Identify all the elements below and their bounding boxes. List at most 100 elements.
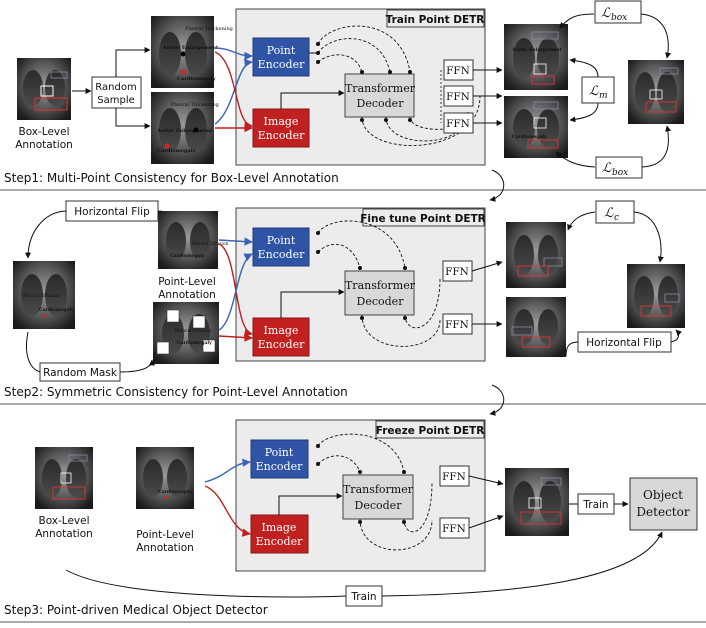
- step2-point-encoder-label-1: Point: [267, 234, 296, 247]
- s3-ffn2-out: [468, 514, 504, 529]
- step3-output-xray: [505, 468, 569, 536]
- s3-red: [204, 485, 251, 537]
- train-bottom-box: [345, 585, 383, 607]
- loss-box-bottom-symbol: ℒ: [602, 161, 612, 176]
- object-detector-box: [629, 477, 698, 531]
- loss-m-symbol: ℒ: [589, 84, 599, 99]
- step2-masked-xray: Pleural Effusion Cardiomegaly: [153, 302, 219, 364]
- flip-right-arrow-left: [565, 341, 579, 357]
- step1-point-xray-bottom: Pleural Thickening Aortic Enlargement Ca…: [151, 92, 220, 164]
- step3-point-label-2: Annotation: [136, 542, 194, 554]
- s3-blue: [204, 458, 251, 483]
- horizontal-flip-left-label: Horizontal Flip: [74, 206, 150, 218]
- top-blue-arrow: [214, 47, 253, 61]
- step3-image-encoder-label-2: Encoder: [256, 535, 303, 548]
- step3-point-encoder-label-2: Encoder: [256, 460, 303, 473]
- sample-to-bottom-arrow: [115, 108, 151, 129]
- step2-image-encoder-label-1: Image: [264, 324, 299, 337]
- step2-decoder-label-1: Transformer: [345, 279, 416, 292]
- step2-image-encoder-label-2: Encoder: [258, 338, 305, 351]
- horizontal-flip-right-label: Horizontal Flip: [586, 337, 662, 349]
- loss-c-left-arrow: [567, 211, 596, 231]
- train-bottom-label: Train: [350, 591, 376, 603]
- step2-point-label-1: Point-Level: [158, 276, 216, 288]
- object-detector-label-2: Detector: [636, 505, 689, 519]
- step3-point-encoder-label-1: Point: [265, 446, 294, 459]
- step1-image-encoder: [252, 108, 310, 148]
- step2-input-xray: Pleural Effusion Cardiomegaly: [13, 261, 75, 329]
- step2-transformer-decoder: [344, 270, 415, 316]
- s2-ffn1-out: [471, 260, 503, 272]
- step3-box-label-2: Annotation: [35, 528, 93, 540]
- ffn-label: FFN: [446, 65, 470, 77]
- step2-point-label-2: Annotation: [158, 289, 216, 301]
- ffn-label: FFN: [446, 118, 470, 130]
- step2-to-step3-arrow: [489, 384, 505, 416]
- ffn-label: FFN: [442, 471, 466, 483]
- s2-bottom-blue: [218, 253, 253, 331]
- step2-output-xray-bottom: [506, 297, 566, 357]
- cardio-label: Cardiomegaly: [157, 148, 197, 154]
- step3-box-xray: [35, 447, 93, 509]
- step2-flipped-xray: Pleural Effusion Cardiomegaly: [158, 211, 229, 269]
- pleural-label: Pleural Thickening: [185, 26, 234, 32]
- sample-to-top-arrow: [115, 47, 151, 77]
- step2-panel-title: Fine tune Point DETR: [360, 213, 486, 225]
- cardio-label: Cardiomegaly: [39, 307, 74, 313]
- ffn-label: FFN: [445, 266, 469, 278]
- loss-c-symbol: ℒ: [604, 206, 614, 221]
- pleural-effusion-label: Pleural Effusion: [175, 328, 212, 334]
- random-sample-label-1: Random: [95, 82, 136, 93]
- top-red-arrow: [214, 51, 253, 130]
- flip-right-arrow-right: [670, 329, 682, 343]
- aortic-label: Aortic Enlargement: [511, 47, 563, 53]
- s3-image-to-decoder: [278, 493, 343, 515]
- pleural-effusion-label: Pleural Effusion: [192, 241, 229, 247]
- step3-decoder-label-1: Transformer: [343, 483, 414, 496]
- cardio-label: Cardiomegaly: [512, 134, 547, 140]
- object-detector-label-1: Object: [643, 488, 683, 502]
- step2-decoder-label-2: Decoder: [357, 295, 405, 308]
- step1-input-xray: [17, 58, 71, 120]
- cardio-label: Cardiomegaly: [158, 489, 193, 495]
- random-mask-label: Random Mask: [43, 367, 118, 379]
- ffn-label: FFN: [442, 523, 466, 535]
- loss-m-arrow-bottom: [569, 102, 599, 123]
- step1-decoder-label-1: Transformer: [345, 82, 416, 95]
- step1-point-xray-top: Pleural Thickening Aortic Enlargement Ca…: [151, 16, 234, 88]
- step2-image-encoder: [252, 317, 310, 357]
- aortic-label: Aortic Enlargement: [162, 45, 219, 51]
- loss-top-right-arrow: [640, 13, 671, 59]
- s3-ffn1-out: [468, 475, 504, 486]
- image-to-decoder: [280, 90, 345, 109]
- step1-to-step2-arrow: [489, 169, 505, 202]
- step1-input-label-2: Annotation: [15, 139, 73, 151]
- step1-transformer-decoder: [344, 73, 415, 118]
- loss-c-right-arrow: [633, 211, 664, 263]
- step3-image-encoder: [250, 514, 309, 554]
- step1-panel-title: Train Point DETR: [386, 14, 485, 26]
- step1-point-encoder: [252, 37, 310, 77]
- step3-label: Step3: Point-driven Medical Object Detec…: [4, 603, 268, 617]
- step3-decoder-label-2: Decoder: [355, 499, 403, 512]
- flip-arrow-left: [25, 210, 67, 259]
- loss-box-bottom: [595, 156, 643, 179]
- step3-box-label-1: Box-Level: [38, 515, 89, 527]
- loss-bottom-right-arrow: [641, 125, 671, 168]
- s2-top-blue: [218, 237, 253, 246]
- step3-point-encoder: [250, 439, 309, 479]
- loss-m-sub: m: [599, 91, 608, 101]
- step1-image-encoder-label-1: Image: [264, 115, 299, 128]
- step1-output-xray-bottom: Cardiomegaly: [504, 96, 568, 158]
- loss-c-sub: c: [614, 213, 619, 223]
- step2-query-lines: [317, 220, 441, 347]
- random-sample-label-2: Sample: [97, 95, 135, 106]
- ffn-label: FFN: [446, 91, 470, 103]
- step1-gt-xray: [628, 60, 684, 124]
- step3-query-lines: [317, 433, 433, 551]
- step2-point-encoder-label-2: Encoder: [258, 248, 305, 261]
- cardio-label: Cardiomegaly: [177, 76, 217, 82]
- pleural-effusion-label: Pleural Effusion: [23, 293, 60, 299]
- loss-box-top-symbol: ℒ: [601, 6, 611, 21]
